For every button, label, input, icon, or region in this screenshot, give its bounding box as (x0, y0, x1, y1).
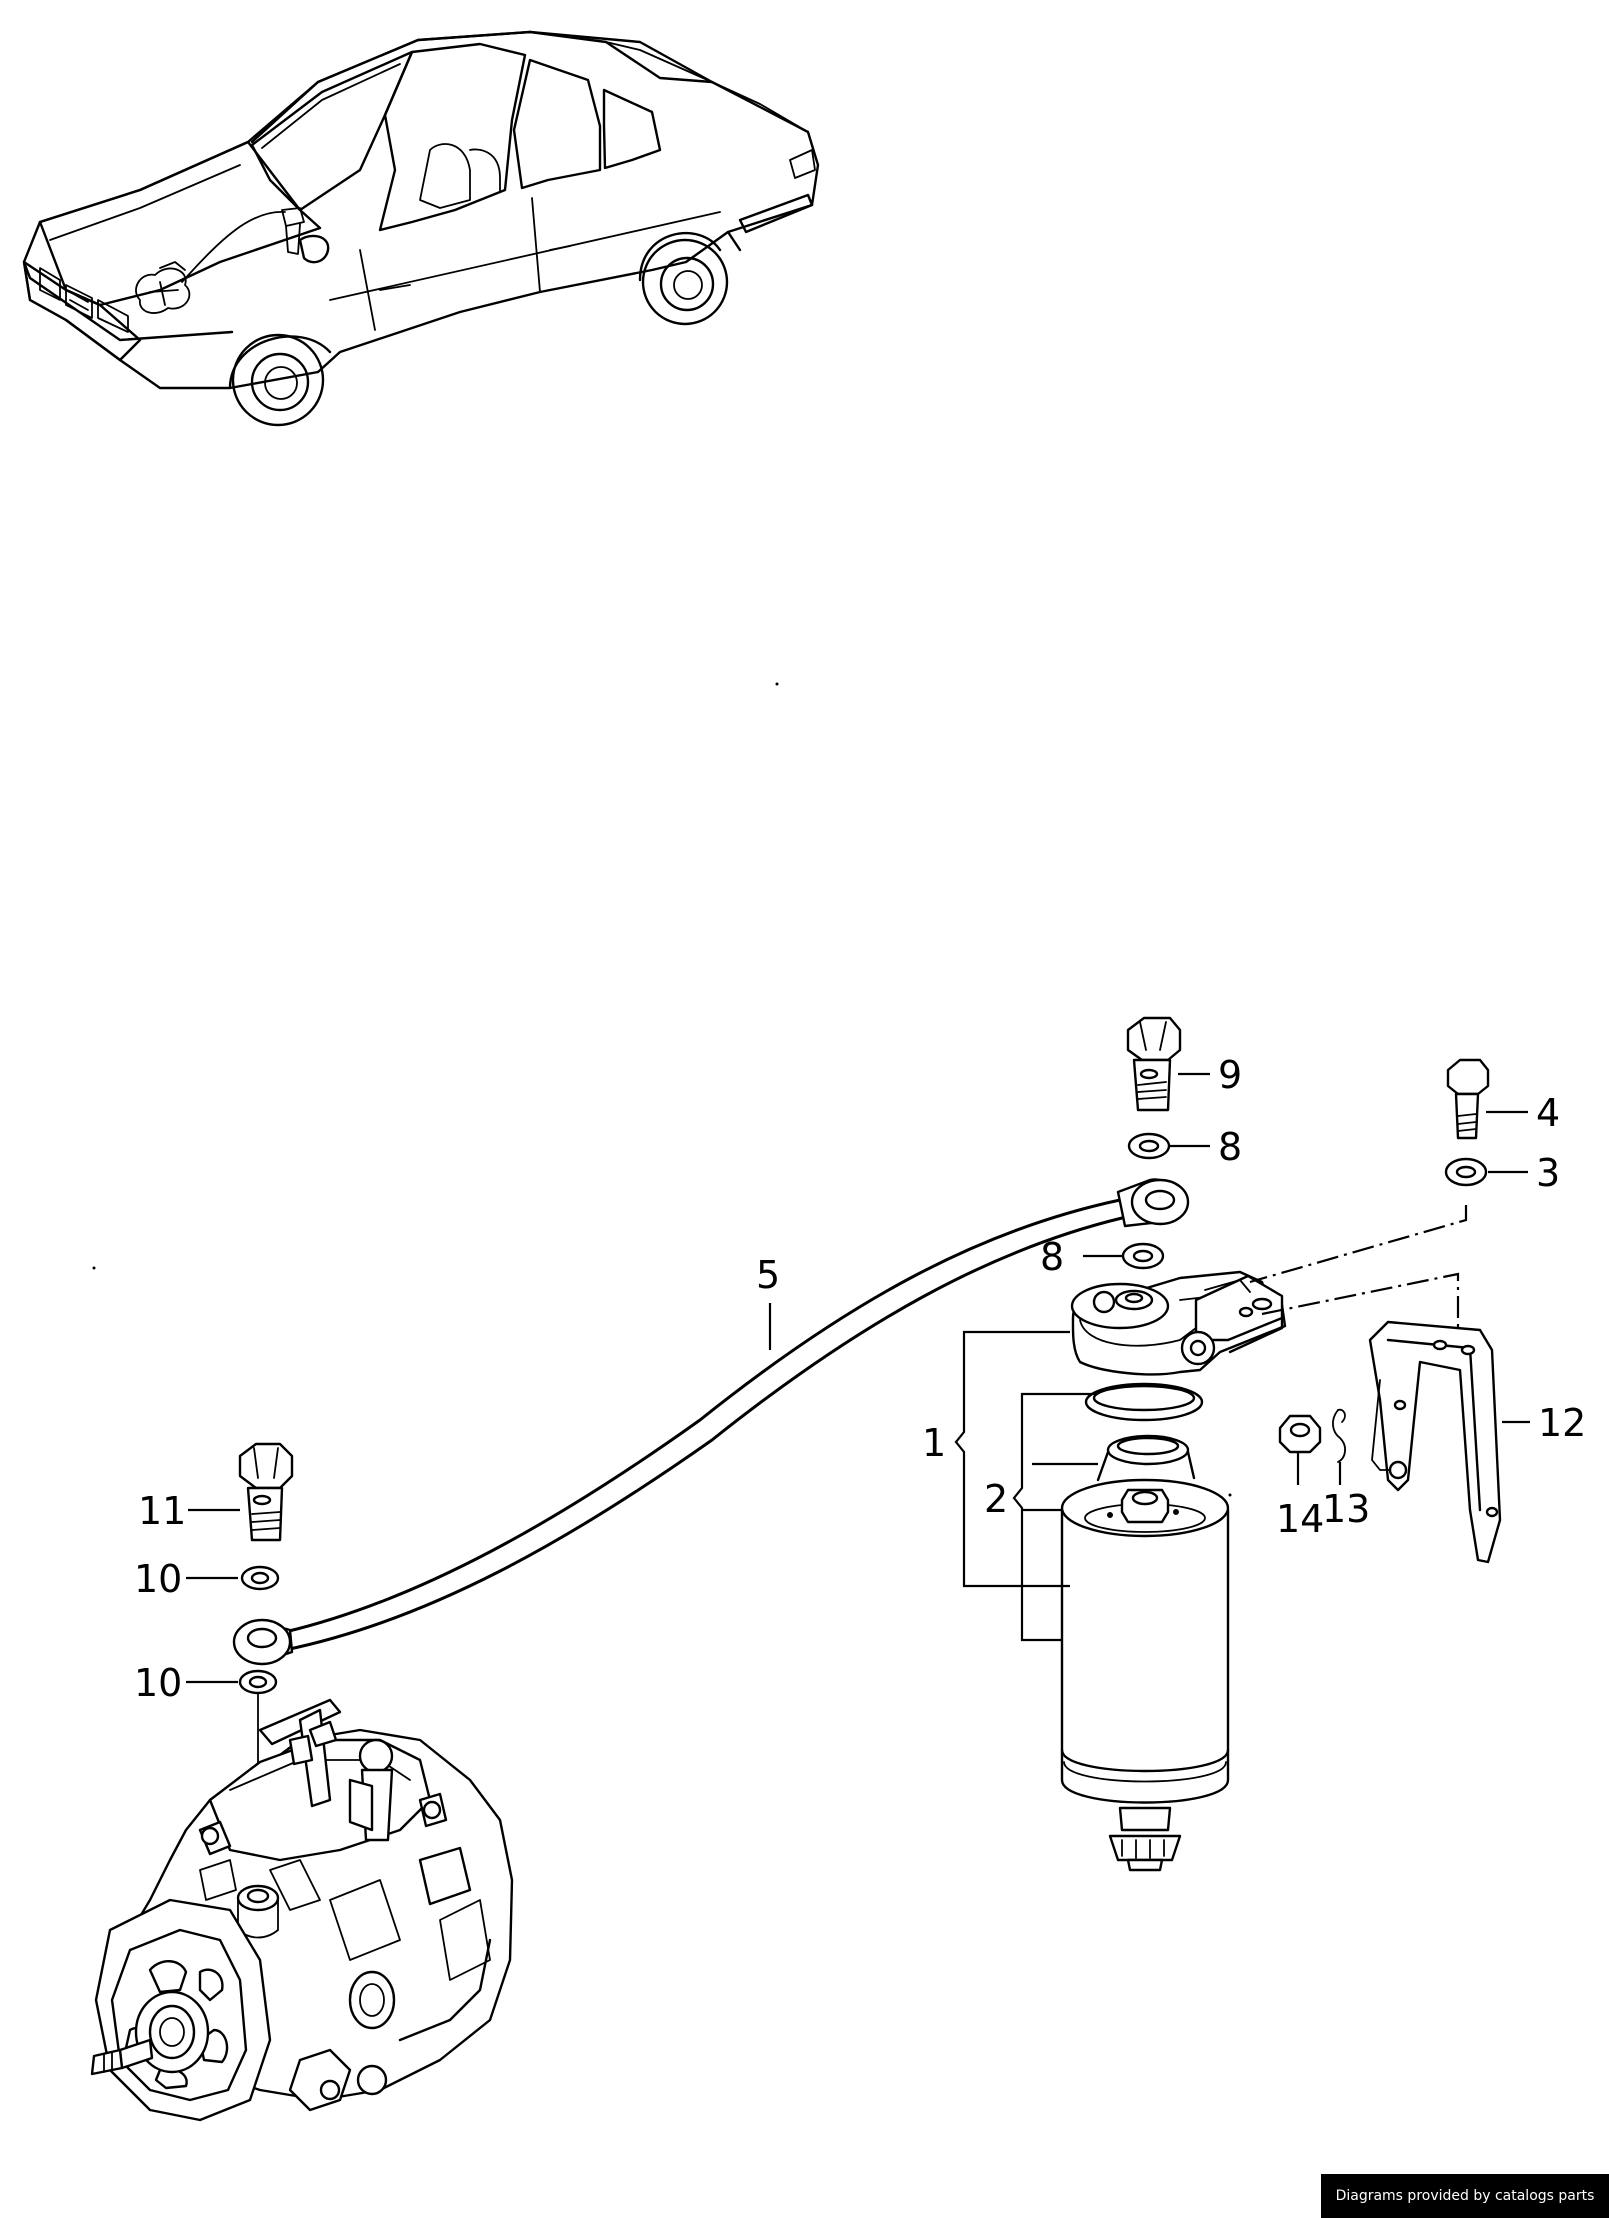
nut-14 (1278, 1414, 1322, 1454)
washer-10-lower (238, 1669, 278, 1695)
credit-label: Diagrams provided by catalogs parts (1321, 2174, 1609, 2218)
callout-12: 12 (1538, 1401, 1586, 1445)
banjo-bolt-9 (1126, 1016, 1182, 1112)
washer-8-upper (1127, 1132, 1171, 1160)
callout-10-upper: 10 (134, 1557, 182, 1601)
vehicle-illustration (22, 30, 820, 427)
filter-head (1070, 1270, 1287, 1376)
washer-3 (1444, 1157, 1488, 1187)
fuel-filter-canister (1060, 1478, 1230, 1872)
callout-1: 1 (922, 1421, 946, 1465)
callout-4: 4 (1536, 1091, 1560, 1135)
callout-2: 2 (984, 1477, 1008, 1521)
alignment-line-bolt-4 (1249, 1205, 1468, 1284)
bracket-12 (1368, 1320, 1502, 1564)
injection-pump (90, 1698, 514, 2122)
callout-8-lower: 8 (1040, 1235, 1064, 1279)
callout-3: 3 (1536, 1151, 1560, 1195)
bolt-4 (1446, 1058, 1490, 1140)
gasket-set-2 (1084, 1382, 1204, 1482)
clip-13 (1332, 1408, 1346, 1463)
callout-5: 5 (756, 1253, 780, 1297)
callout-10-lower: 10 (134, 1661, 182, 1705)
callout-13: 13 (1322, 1487, 1370, 1531)
leader-lines (186, 1072, 1530, 1684)
alignment-line-bracket (1261, 1272, 1460, 1330)
callout-11: 11 (138, 1489, 186, 1533)
banjo-bolt-11 (238, 1442, 294, 1542)
fuel-pipe-5 (232, 1178, 1190, 1666)
washer-8-lower (1121, 1242, 1165, 1270)
callout-8-upper: 8 (1218, 1125, 1242, 1169)
callout-9: 9 (1218, 1053, 1242, 1097)
callout-14: 14 (1276, 1497, 1324, 1541)
washer-10-upper (240, 1565, 280, 1591)
